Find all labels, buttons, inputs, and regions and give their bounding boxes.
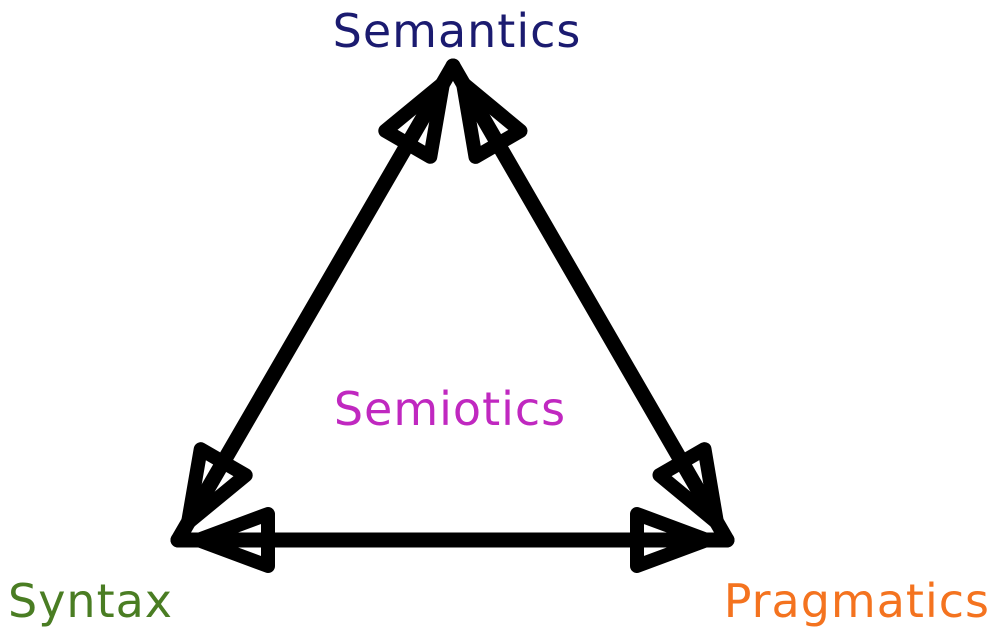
center-label-semiotics: Semiotics: [333, 382, 567, 436]
arrow-shaft: [445, 58, 735, 548]
arrowheads: [181, 76, 724, 573]
vertex-label-pragmatics: Pragmatics: [723, 574, 990, 628]
vertex-label-semantics: Semantics: [332, 4, 582, 58]
vertex-label-syntax: Syntax: [8, 574, 174, 628]
arrow-shaft: [170, 58, 461, 548]
arrow-shafts: [170, 58, 735, 548]
arrows: [170, 58, 735, 573]
